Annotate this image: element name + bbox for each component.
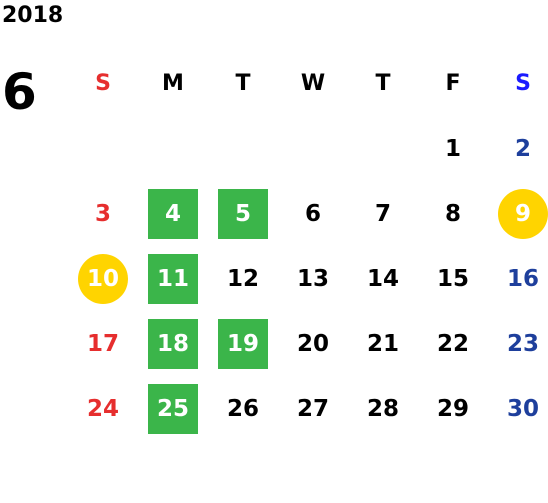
month-label: 6	[2, 63, 37, 121]
day-cell-highlight-green: 11	[148, 253, 198, 304]
day-cell	[358, 124, 408, 174]
day-cell	[218, 124, 268, 174]
day-cell	[148, 124, 198, 174]
weekday-thu: T	[375, 71, 391, 96]
day-cell: 16	[506, 265, 539, 292]
day-cell-highlight-green: 19	[218, 318, 268, 369]
day-cell: 13	[296, 265, 329, 292]
day-cell-highlight-yellow: 9	[498, 188, 548, 239]
day-cell: 8	[444, 200, 461, 227]
day-cell: 22	[436, 330, 469, 357]
day-cell: 2	[514, 135, 531, 162]
day-cell: 7	[374, 200, 391, 227]
day-cell: 27	[296, 395, 329, 422]
day-cell: 15	[436, 265, 469, 292]
day-cell: 28	[366, 395, 399, 422]
day-cell	[288, 124, 338, 174]
weekday-wed: W	[300, 71, 326, 96]
weekday-mon: M	[162, 71, 184, 96]
weekday-tue: T	[235, 71, 251, 96]
day-cell: 12	[226, 265, 259, 292]
weekday-sat: S	[515, 71, 531, 96]
day-cell: 30	[506, 395, 539, 422]
day-cell: 17	[86, 330, 119, 357]
day-cell-highlight-green: 4	[148, 188, 198, 239]
day-cell: 24	[86, 395, 119, 422]
day-cell: 20	[296, 330, 329, 357]
day-cell: 26	[226, 395, 259, 422]
day-cell: 29	[436, 395, 469, 422]
weekday-fri: F	[445, 71, 461, 96]
year-label: 2018	[2, 3, 64, 28]
day-cell: 6	[304, 200, 321, 227]
day-cell-highlight-yellow: 10	[78, 253, 128, 304]
day-cell-highlight-green: 18	[148, 318, 198, 369]
day-cell-highlight-green: 25	[148, 383, 198, 434]
day-cell	[78, 124, 128, 174]
weekday-sun: S	[95, 71, 111, 96]
day-cell-highlight-green: 5	[218, 188, 268, 239]
day-cell: 21	[366, 330, 399, 357]
day-cell: 23	[506, 330, 539, 357]
day-cell: 14	[366, 265, 399, 292]
day-cell: 3	[94, 200, 111, 227]
day-cell: 1	[444, 135, 461, 162]
calendar-grid: S M T W T F S 1 2 3 4 5 6 7 8 9 10 11 12…	[68, 51, 548, 441]
